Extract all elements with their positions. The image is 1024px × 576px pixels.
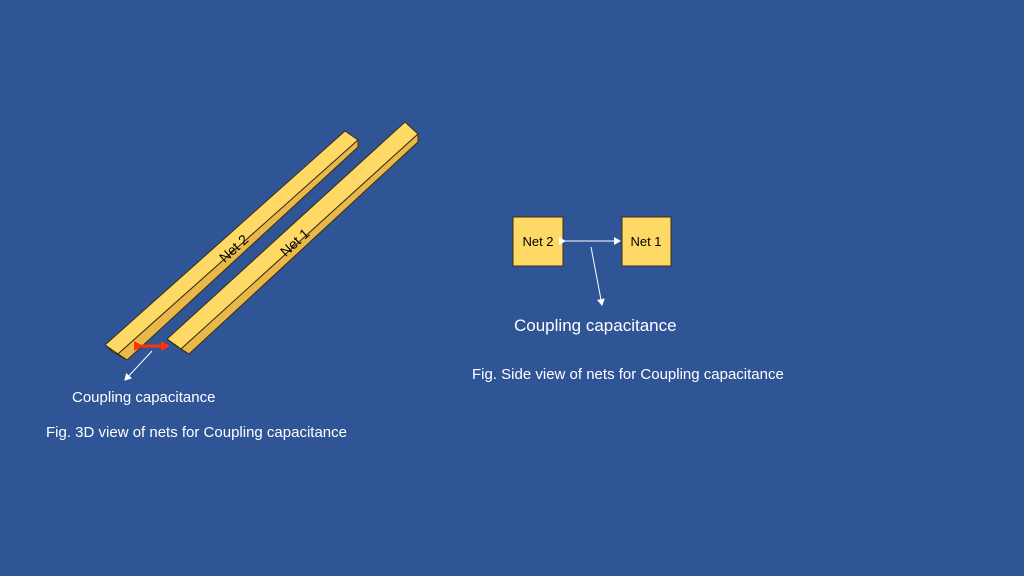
net1-wire-3d	[166, 121, 419, 355]
caption-side: Fig. Side view of nets for Coupling capa…	[472, 366, 784, 383]
net1-label-side: Net 1	[630, 234, 661, 249]
net2-label-side: Net 2	[522, 234, 553, 249]
caption-3d: Fig. 3D view of nets for Coupling capaci…	[46, 424, 347, 441]
coupling-label-3d: Coupling capacitance	[72, 389, 216, 406]
coupling-pointer-side	[590, 246, 605, 306]
net1-box-side	[621, 216, 672, 267]
coupling-pointer-3d	[124, 350, 153, 381]
net2-wire-3d	[104, 130, 359, 361]
coupling-label-side: Coupling capacitance	[514, 316, 677, 335]
